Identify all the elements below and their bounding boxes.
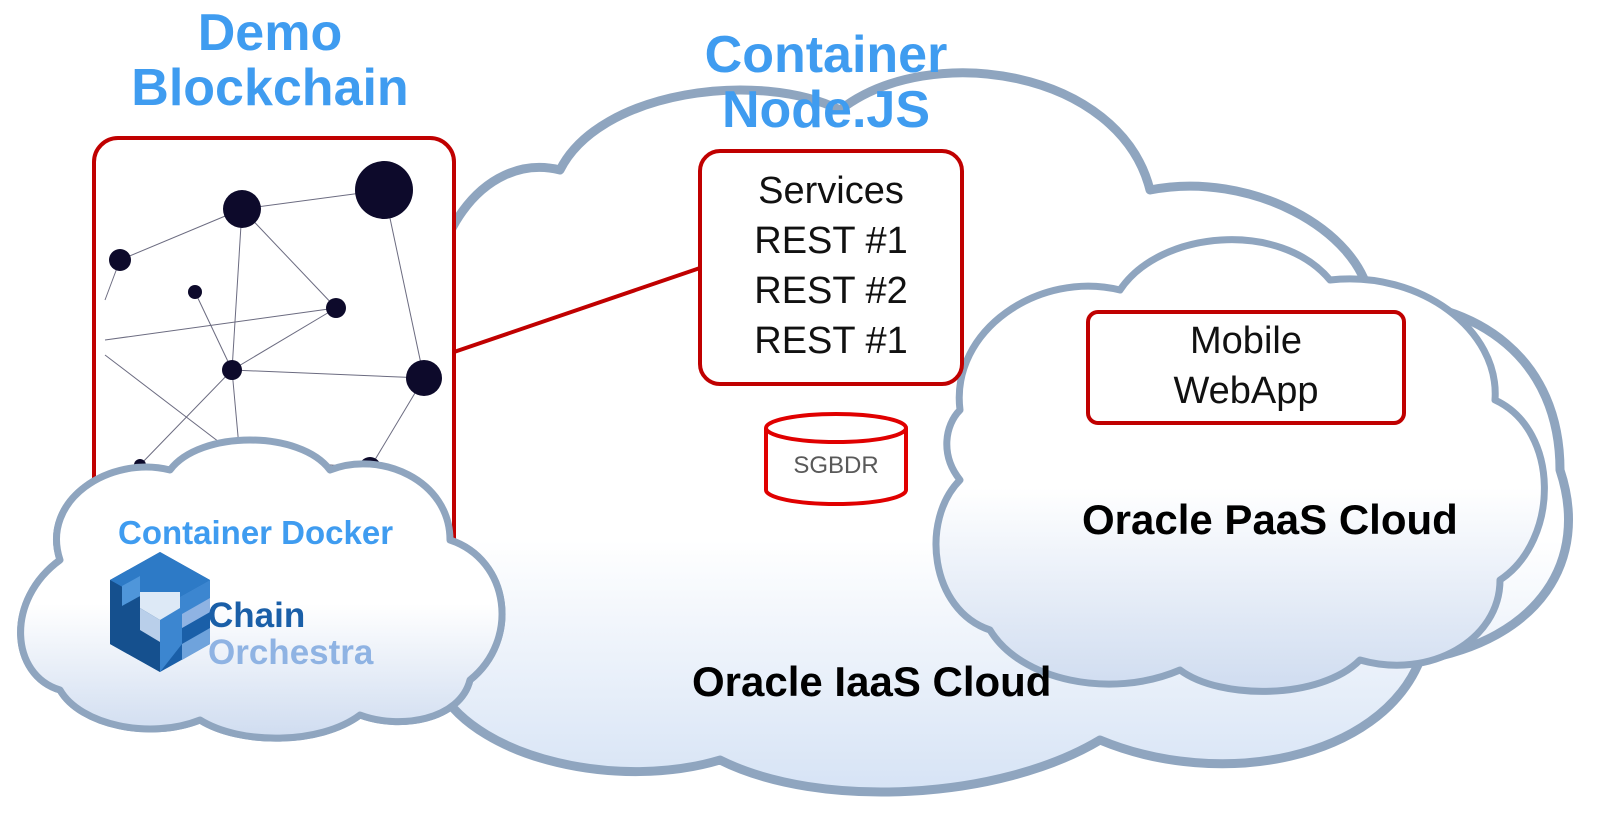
chain-orchestra-wordmark: Chain Orchestra (208, 596, 374, 672)
database-icon (764, 412, 908, 506)
services-item: Services (758, 170, 904, 212)
database-label: SGBDR (793, 452, 879, 479)
services-item: REST #1 (754, 220, 908, 262)
network-node (326, 298, 346, 318)
network-node (406, 360, 442, 396)
mobile-webapp-line1: Mobile (1190, 320, 1302, 362)
blockchain-title-line1: Demo (197, 4, 343, 62)
network-node (223, 190, 261, 228)
network-node (222, 360, 242, 380)
iaas-cloud-label: Oracle IaaS Cloud (692, 658, 1052, 705)
blockchain-title: Demo Blockchain (110, 6, 430, 115)
nodejs-title-line2: Node.JS (721, 80, 931, 139)
chain-orchestra-logo (110, 552, 210, 672)
blockchain-title-line2: Blockchain (131, 58, 409, 117)
logo-line1: Chain (208, 596, 306, 635)
services-item: REST #2 (754, 270, 908, 312)
services-list: Services REST #1 REST #2 REST #1 (700, 166, 962, 366)
nodejs-title-line1: Container (704, 26, 948, 84)
docker-label: Container Docker (118, 514, 394, 551)
mobile-webapp-line2: WebApp (1173, 370, 1319, 412)
services-item: REST #1 (754, 320, 908, 362)
mobile-webapp-box (1086, 310, 1406, 425)
network-node (355, 161, 413, 219)
network-node (109, 249, 131, 271)
logo-line2: Orchestra (208, 632, 374, 672)
connection-line (453, 266, 701, 354)
services-box (698, 149, 964, 386)
paas-cloud-label: Oracle PaaS Cloud (1082, 496, 1458, 543)
nodejs-title: Container Node.JS (666, 28, 986, 137)
docker-cloud-overlay (17, 436, 506, 742)
mobile-webapp-text: Mobile WebApp (1088, 316, 1404, 416)
network-node (188, 285, 202, 299)
